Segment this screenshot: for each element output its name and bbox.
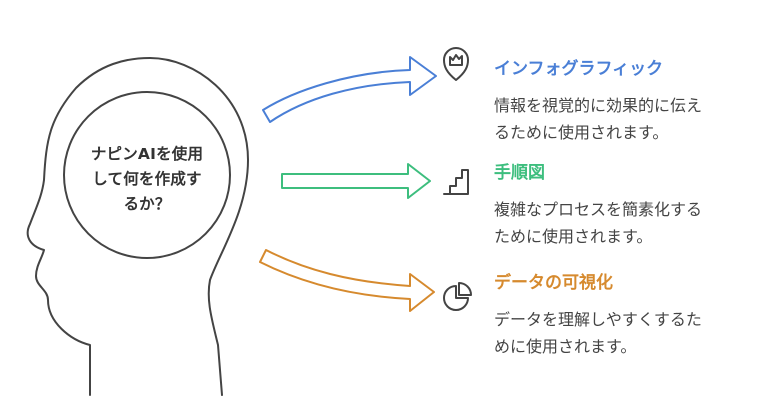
pie-chart-icon [443, 282, 472, 311]
item-desc-line: データを理解しやすくするた [494, 310, 702, 329]
arrow-infographic [262, 56, 437, 123]
item-title-infographic: インフォグラフィック [494, 59, 664, 79]
item-desc-visualization: データを理解しやすくするた めに使用されます。 [494, 306, 702, 360]
arrow-visualization [259, 249, 435, 312]
item-desc-line: るために使用されます。 [494, 123, 669, 142]
center-question: ナピンAIを使用 して何を作成す るか？ [80, 142, 214, 217]
item-desc-procedure: 複雑なプロセスを簡素化する ために使用されます。 [494, 196, 702, 250]
head-silhouette [26, 57, 249, 396]
center-line-2: して何を作成す [92, 170, 202, 188]
item-desc-infographic: 情報を視覚的に効果的に伝え るために使用されます。 [494, 92, 702, 146]
item-desc-line: 複雑なプロセスを簡素化する [494, 200, 703, 219]
map-pin-chart-icon [443, 47, 469, 81]
thought-circle [63, 91, 231, 259]
item-title-visualization: データの可視化 [494, 273, 613, 293]
item-desc-line: めに使用されます。 [494, 337, 637, 356]
item-desc-line: 情報を視覚的に効果的に伝え [494, 96, 703, 115]
item-desc-line: ために使用されます。 [494, 227, 653, 246]
arrow-procedure [281, 163, 431, 199]
center-line-1: ナピンAIを使用 [90, 145, 204, 163]
item-title-procedure: 手順図 [494, 163, 545, 183]
center-line-3: るか？ [123, 195, 171, 213]
stairs-icon [443, 169, 469, 195]
